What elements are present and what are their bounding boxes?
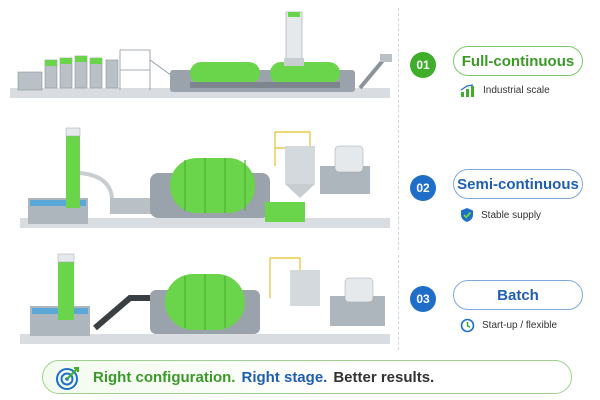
tagline-part-2: Right stage.	[241, 368, 328, 386]
option-subtitle: Stable supply	[481, 209, 542, 221]
option-title-pill: Semi-continuous	[453, 169, 583, 199]
divider	[398, 8, 399, 128]
divider	[398, 255, 399, 350]
batch-plant-illustration	[20, 253, 390, 344]
semi-continuous-plant-illustration	[20, 127, 390, 228]
tagline-part-1: Right configuration.	[93, 368, 236, 386]
option-title-pill: Full-continuous	[453, 46, 583, 76]
bar-chart-icon	[460, 84, 474, 97]
clock-icon	[460, 318, 475, 333]
step-number: 03	[410, 286, 436, 312]
option-subtitle: Start-up / flexible	[482, 320, 558, 331]
option-subtitle: Industrial scale	[483, 85, 550, 96]
divider	[398, 130, 399, 250]
step-number: 01	[410, 52, 436, 78]
tagline-banner: Right configuration. Right stage. Better…	[42, 360, 572, 394]
step-number: 02	[410, 175, 436, 201]
target-icon	[56, 367, 79, 390]
tagline-part-3: Better results.	[333, 368, 435, 386]
full-continuous-plant-illustration	[10, 11, 392, 98]
option-title-pill: Batch	[453, 280, 583, 310]
shield-check-icon	[461, 208, 473, 222]
